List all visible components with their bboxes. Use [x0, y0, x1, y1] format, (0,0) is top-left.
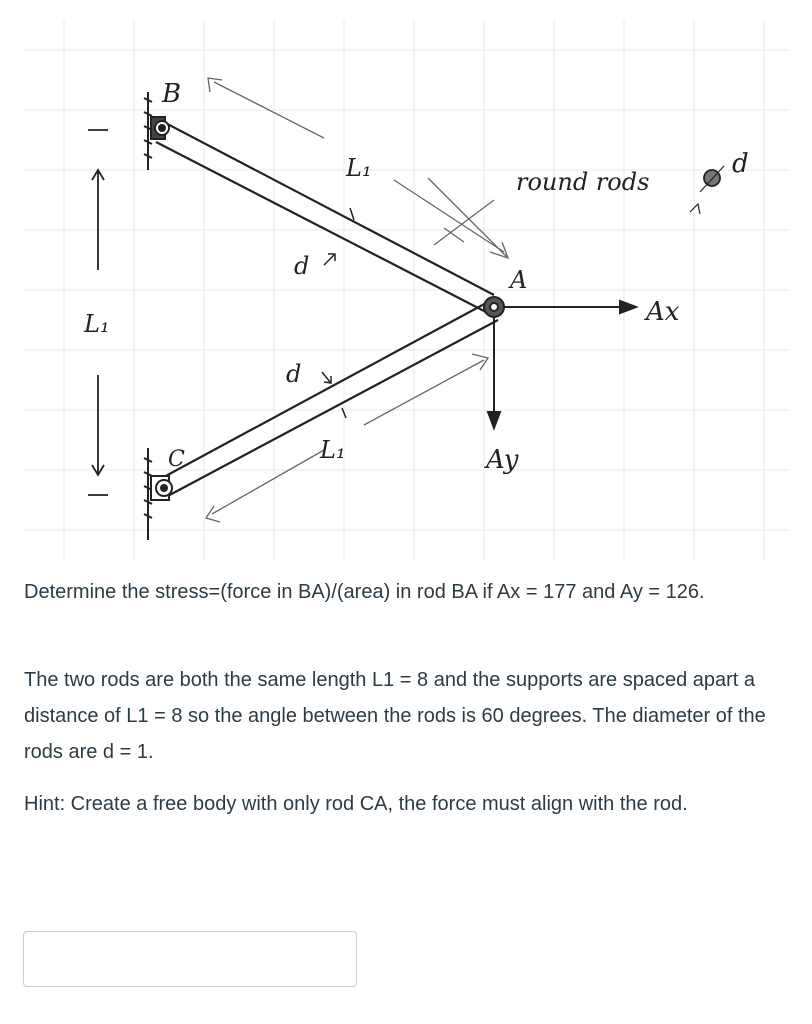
label-diameter-top-rod: d — [294, 252, 309, 280]
question-prompt: Determine the stress=(force in BA)/(area… — [24, 581, 705, 603]
round-rods-leader — [427, 177, 509, 259]
label-rod-length-top: L₁ — [345, 154, 372, 182]
label-point-c: C — [168, 447, 185, 472]
label-round-rods: round rods — [516, 168, 649, 196]
label-force-ay: Ay — [484, 445, 519, 475]
rod-length-dimension-bottom — [204, 353, 490, 523]
label-point-b: B — [161, 79, 181, 109]
answer-input[interactable] — [23, 931, 357, 987]
question-hint: Hint: Create a free body with only rod C… — [24, 793, 688, 815]
support-b-fixed-pin-support-icon — [143, 92, 170, 170]
label-diameter-bottom-rod: d — [286, 360, 301, 388]
label-support-spacing: L₁ — [83, 310, 110, 338]
label-diameter-note: d — [732, 149, 749, 179]
label-rod-length-bottom: L₁ — [319, 436, 346, 464]
rod-ba — [155, 117, 495, 313]
support-spacing-dimension — [88, 129, 108, 496]
rod-diameter-ticks — [321, 207, 355, 419]
support-c-fixed-pin-support-icon — [143, 448, 173, 540]
truss-diagram: B A C L₁ L₁ L₁ round rods d d d Ax Ay — [24, 20, 790, 560]
force-ay-arrow — [486, 317, 502, 431]
grid-background — [24, 20, 790, 560]
label-force-ax: Ax — [644, 297, 680, 327]
rod-ca — [161, 301, 499, 499]
joint-a-pin-joint-icon — [483, 296, 505, 318]
question-given-values: The two rods are both the same length L1… — [24, 669, 766, 763]
force-ax-arrow — [504, 299, 639, 315]
label-point-a: A — [508, 266, 527, 294]
rod-cross-section-icon — [689, 165, 725, 215]
